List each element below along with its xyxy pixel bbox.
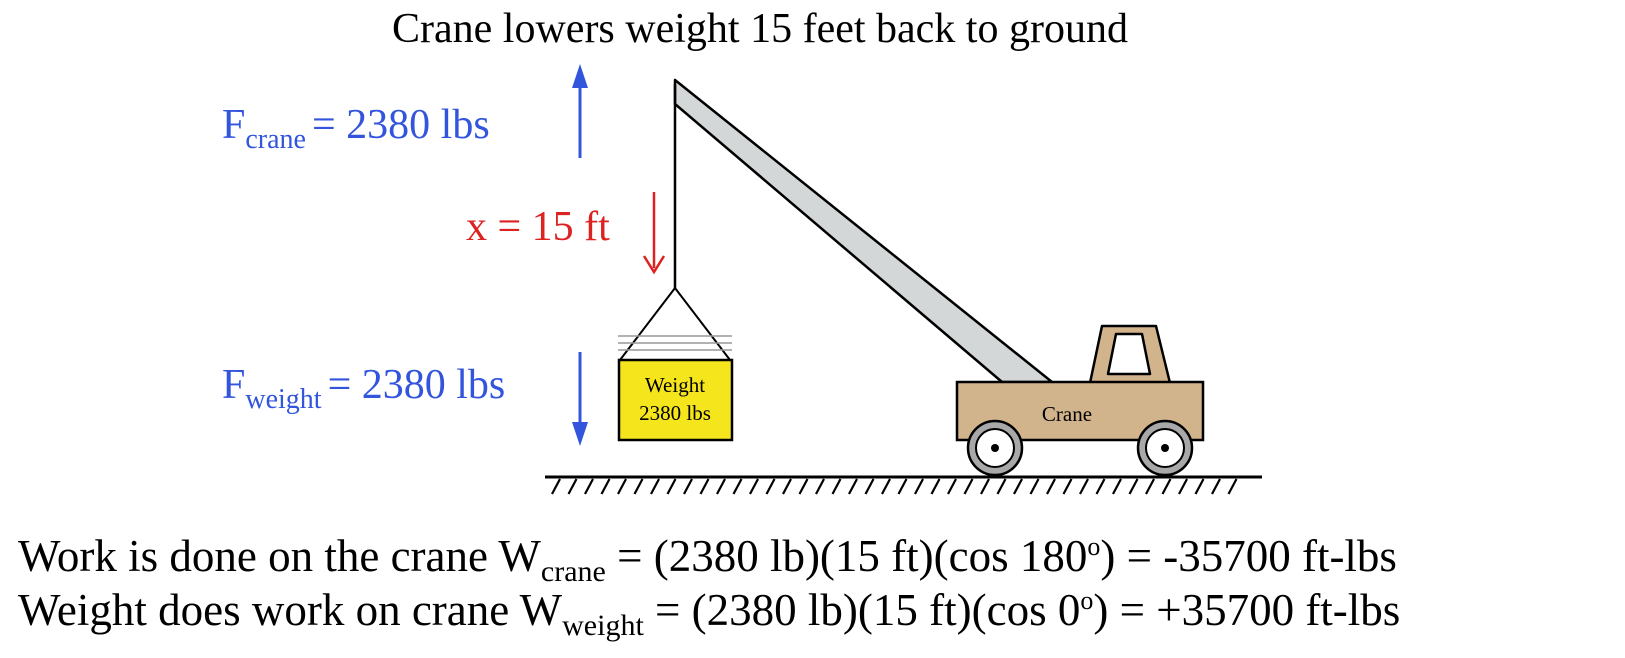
equation-weight-suffix: ) = +35700 ft-lbs <box>1093 585 1400 635</box>
ground-hatch <box>848 478 858 495</box>
ground-hatch <box>699 478 710 495</box>
ground-hatch <box>551 478 561 495</box>
ground-hatch <box>617 478 627 495</box>
equation-weight: Weight does work on crane Wweight = (238… <box>18 585 1400 642</box>
weight-box-line2: 2380 lbs <box>639 401 711 425</box>
force-crane-arrow <box>572 64 588 158</box>
ground-hatch <box>1227 478 1238 495</box>
ground-hatch <box>897 478 908 495</box>
crane-truck-label: Crane <box>1042 402 1092 426</box>
ground-hatch <box>782 478 792 495</box>
ground-hatch <box>567 478 578 495</box>
ground-hatch <box>914 478 924 495</box>
force-crane-value: = 2380 lbs <box>312 102 490 148</box>
equation-weight-subscript: weight <box>562 609 644 642</box>
equation-weight-degree: o <box>1080 586 1093 615</box>
ground-hatch <box>1079 478 1089 495</box>
ground-hatch <box>1062 478 1073 495</box>
ground-hatch <box>1046 478 1056 495</box>
wheel-left <box>966 419 1024 477</box>
ground-hatch <box>996 478 1007 495</box>
crane-truck: Crane <box>955 324 1205 477</box>
force-weight-value: = 2380 lbs <box>328 362 506 408</box>
ground-hatch <box>963 478 974 495</box>
diagram-title: Crane lowers weight 15 feet back to grou… <box>392 6 1128 52</box>
truck-window <box>1106 332 1152 376</box>
ground-hatch <box>881 478 891 495</box>
wheel-right <box>1136 419 1194 477</box>
ground-hatch <box>633 478 644 495</box>
equation-crane-suffix: ) = -35700 ft-lbs <box>1100 531 1397 581</box>
equation-crane-subscript: crane <box>541 555 606 588</box>
ground-hatch <box>980 478 990 495</box>
displacement-label: x = 15 ft <box>466 204 610 250</box>
force-weight-subscript: weight <box>245 384 321 415</box>
ground-hatch <box>1161 478 1172 495</box>
ground-hatch <box>1013 478 1023 495</box>
truck-body <box>955 380 1205 442</box>
force-crane-label: Fcrane= 2380 lbs <box>222 102 490 155</box>
ground <box>545 475 1262 495</box>
ground-hatch <box>584 478 594 495</box>
equation-weight-prefix: Weight does work on crane W <box>18 585 563 635</box>
equation-weight-middle: = (2380 lb)(15 ft)(cos 0 <box>644 585 1081 635</box>
force-crane-symbol: F <box>222 102 245 148</box>
equation-crane-middle: = (2380 lb)(15 ft)(cos 180 <box>606 531 1088 581</box>
sling <box>618 287 732 361</box>
ground-hatch <box>1194 478 1205 495</box>
ground-hatch <box>765 478 776 495</box>
equation-crane-degree: o <box>1087 532 1100 561</box>
ground-hatch <box>1178 478 1188 495</box>
ground-hatch <box>732 478 743 495</box>
ground-hatch <box>1211 478 1221 495</box>
equation-crane-prefix: Work is done on the crane W <box>18 531 541 581</box>
force-crane-subscript: crane <box>245 124 306 155</box>
ground-hatch <box>1095 478 1106 495</box>
force-weight-arrow <box>572 352 588 446</box>
ground-hatch <box>683 478 693 495</box>
ground-hatch <box>798 478 809 495</box>
ground-hatch <box>650 478 660 495</box>
ground-hatch <box>1128 478 1139 495</box>
ground-hatch <box>831 478 842 495</box>
weight-box-line1: Weight <box>645 373 705 397</box>
force-weight-label: Fweight= 2380 lbs <box>222 362 505 415</box>
ground-hatch <box>947 478 957 495</box>
ground-hatch <box>600 478 611 495</box>
displacement-arrow <box>642 192 666 275</box>
equation-crane: Work is done on the crane Wcrane = (2380… <box>18 531 1397 588</box>
ground-hatch <box>666 478 677 495</box>
ground-hatch <box>815 478 825 495</box>
ground-hatch <box>1029 478 1040 495</box>
ground-hatch <box>716 478 726 495</box>
ground-hatch <box>864 478 875 495</box>
force-weight-symbol: F <box>222 362 245 408</box>
weight-box: Weight 2380 lbs <box>617 358 734 442</box>
ground-hatch <box>1145 478 1155 495</box>
ground-hatch <box>930 478 941 495</box>
ground-hatch <box>749 478 759 495</box>
ground-hatch <box>1112 478 1122 495</box>
